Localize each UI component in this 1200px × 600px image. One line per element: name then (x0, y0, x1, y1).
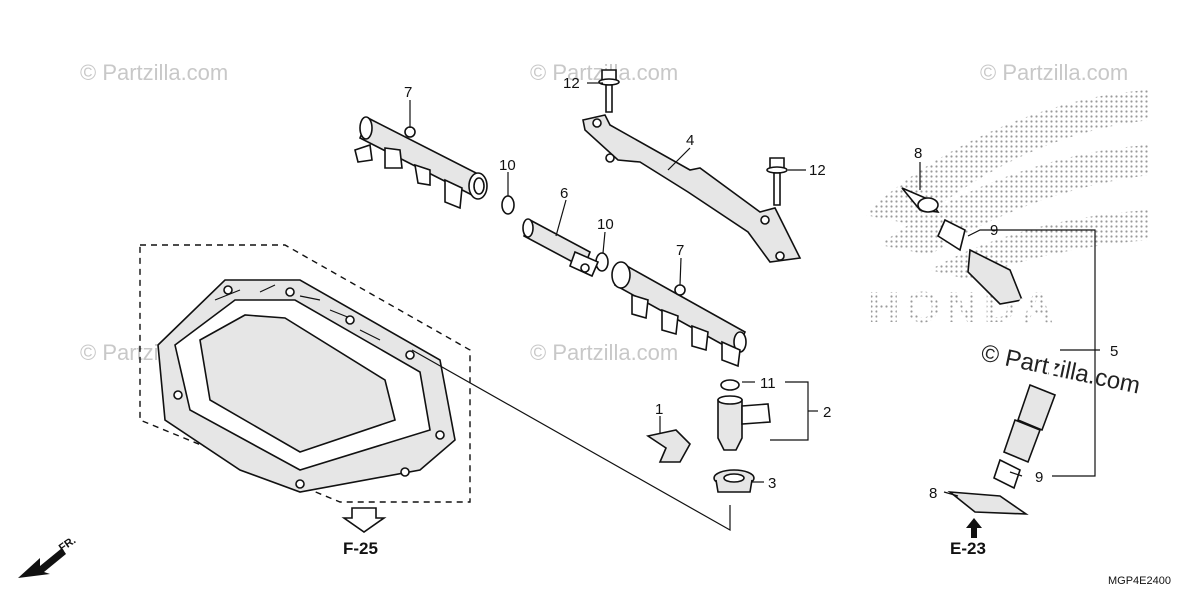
flange-bolt (766, 157, 788, 206)
injector-clip (645, 429, 691, 463)
callout-11: 11 (760, 375, 776, 392)
e23-reference: E-23 (950, 518, 986, 558)
up-arrow-icon (966, 518, 982, 538)
o-ring (501, 195, 515, 215)
down-arrow-icon (341, 507, 387, 533)
flange-bolt (598, 69, 620, 113)
callout-7: 7 (404, 84, 412, 101)
front-arrow-icon (18, 548, 66, 578)
callout-3: 3 (768, 475, 776, 492)
front-direction-indicator: FR. (18, 534, 78, 578)
callout-5: 5 (1110, 343, 1118, 360)
callout-7: 7 (676, 242, 684, 259)
callout-12: 12 (563, 75, 580, 92)
callout-9: 9 (990, 222, 998, 239)
callout-labels: 7 10 6 10 7 12 12 4 1 11 2 3 8 9 5 9 8 (404, 75, 1118, 502)
callout-1: 1 (655, 401, 663, 418)
callout-9: 9 (1035, 469, 1043, 486)
honda-logo-text: HONDA (868, 283, 1059, 332)
f25-reference: F-25 (341, 507, 387, 558)
intake-assembly-reference (139, 244, 471, 503)
hose-clip (947, 490, 1029, 515)
fuel-rail-upper (354, 116, 488, 210)
callout-2: 2 (823, 404, 831, 421)
joint-pipe (522, 218, 600, 278)
leader-lines (409, 82, 1100, 532)
callout-6: 6 (560, 185, 568, 202)
callout-8: 8 (914, 145, 922, 162)
watermark: © Partzilla.com (980, 60, 1128, 85)
f25-label: F-25 (343, 539, 378, 558)
watermark: © Partzilla.com (80, 60, 228, 85)
watermark: © Partzilla.com (530, 340, 678, 365)
diagram-code: MGP4E2400 (1108, 575, 1171, 587)
fuel-injector (717, 395, 771, 451)
fuel-feed-hose (901, 187, 1057, 490)
injector-seal (713, 469, 755, 493)
callout-8: 8 (929, 485, 937, 502)
injector-bracket (582, 114, 802, 263)
callout-4: 4 (686, 132, 694, 149)
callout-10: 10 (597, 216, 614, 233)
fuel-rail-lower (611, 261, 747, 368)
e23-label: E-23 (950, 539, 986, 558)
o-ring (720, 379, 740, 391)
callout-10: 10 (499, 157, 516, 174)
callout-12: 12 (809, 162, 826, 179)
